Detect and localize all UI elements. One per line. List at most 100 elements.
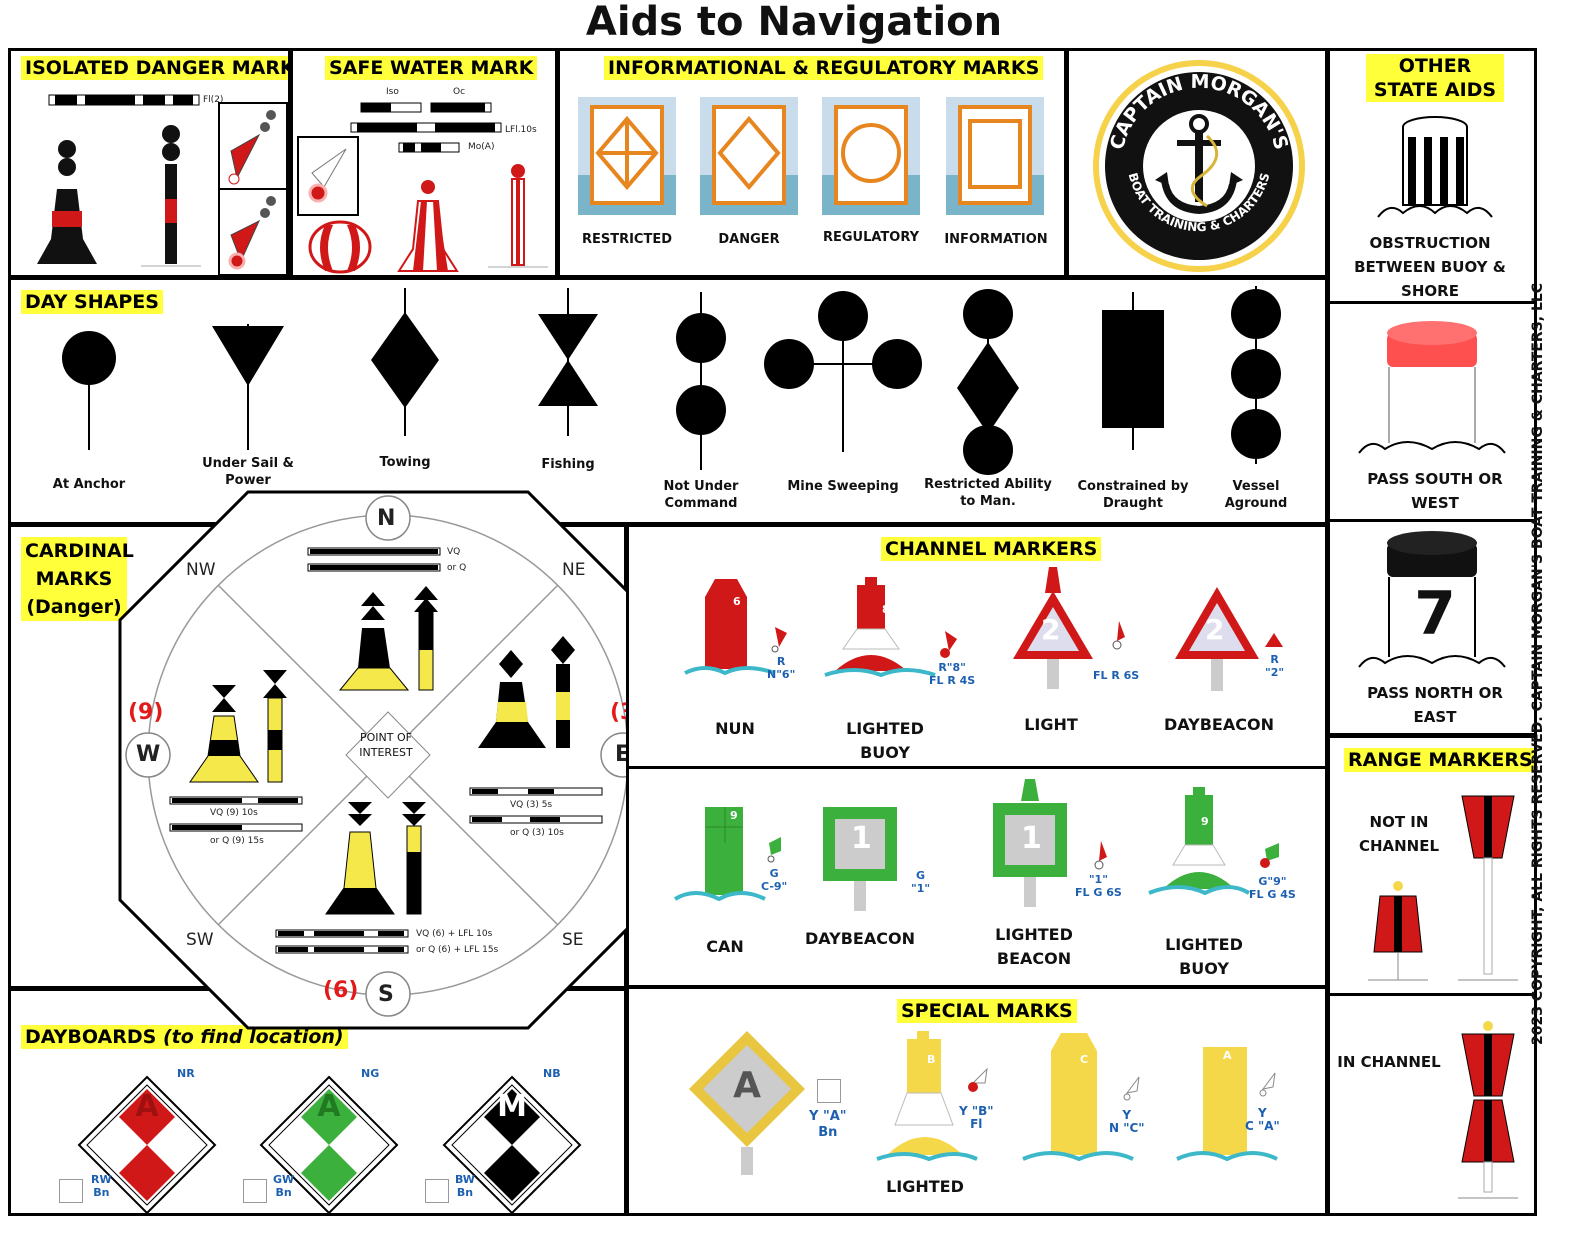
- daybeacon-red-icon: [1175, 587, 1259, 691]
- can-buoy-icon: [673, 807, 766, 902]
- isolated-danger-light-pattern: [48, 94, 200, 106]
- light-red-chart-symbol: [1112, 621, 1125, 650]
- safe-water-panel: SAFE WATER MARK Iso Oc LFl.10s Mo(A): [290, 48, 558, 278]
- range-markers-panel: RANGE MARKERS NOT IN CHANNEL IN CHANNEL: [1327, 735, 1537, 1216]
- special-lighted-buoy-label: LIGHTED: [886, 1177, 964, 1196]
- daybeacon-green-icon: [823, 807, 897, 911]
- point-of-interest-label: POINT OF INTEREST: [359, 731, 413, 759]
- nun-chart-symbol: [771, 627, 787, 653]
- lighted-buoy-green-chart-symbol: [1260, 843, 1279, 868]
- under-sail-power-label: Under Sail & Power: [202, 456, 294, 488]
- dayboards-heading: DAYBOARDS (to find location): [21, 1025, 348, 1049]
- day-shapes-heading: DAY SHAPES: [21, 290, 163, 314]
- safe-water-code-iso: Iso: [386, 87, 399, 97]
- danger-sign-icon: [700, 97, 798, 215]
- compass-sw: SW: [186, 930, 214, 950]
- east-code-q: or Q (3) 10s: [510, 828, 564, 838]
- daybeacon-red-code: R "2": [1265, 653, 1285, 679]
- isolated-danger-light-code: Fl(2): [203, 95, 224, 105]
- towing-shape-icon: [371, 288, 439, 436]
- dayboard-nr-icon: [77, 1075, 217, 1213]
- cardinal-heading: CARDINAL MARKS (Danger): [21, 537, 134, 621]
- mine-sweeping-shape-icon: [764, 291, 922, 452]
- constrained-by-draught-shape-icon: [1102, 292, 1164, 450]
- special-lighted-buoy-letter: B: [927, 1053, 936, 1066]
- anchor-icon: [1155, 114, 1243, 214]
- daybeacon-red-chart-symbol: [1265, 633, 1283, 647]
- page-title: Aids to Navigation: [585, 0, 1003, 45]
- range-front-not-in-channel-icon: [1368, 881, 1428, 981]
- other-state-panel: OTHER STATE AIDS OBSTRUCTION BETWEEN BUO…: [1327, 48, 1537, 736]
- pass-south-west-label: PASS SOUTH OR WEST: [1367, 470, 1503, 512]
- lighted-beacon-green-code: "1" FL G 6S: [1075, 873, 1122, 899]
- lighted-buoy-red-number: 8: [882, 603, 890, 616]
- special-heading: SPECIAL MARKS: [897, 999, 1077, 1023]
- lighted-beacon-green-chart-symbol: [1094, 841, 1107, 870]
- at-anchor-shape-icon: [62, 331, 116, 450]
- safe-water-light-patterns: [350, 102, 502, 153]
- dayboards-heading-italic: (to find location): [162, 1026, 344, 1048]
- vessel-aground-shape-icon: [1231, 286, 1281, 464]
- under-sail-power-shape-icon: [212, 324, 284, 450]
- nun-buoy-icon: [684, 579, 776, 676]
- west-code-q: or Q (9) 15s: [210, 836, 264, 846]
- logo-panel: CAPTAIN MORGAN'S BOAT TRAINING & CHARTER…: [1066, 48, 1328, 278]
- lighted-buoy-red-icon: [824, 577, 936, 678]
- dayboard-gw-chart-symbol: [243, 1179, 267, 1203]
- compass-nw: NW: [186, 560, 216, 580]
- isolated-danger-buoy-icon: [37, 140, 97, 264]
- channel-green-panel: 9 G C-9" CAN 1 G "1" DAYBEACON 1 "1" FL …: [626, 766, 1328, 988]
- informational-heading: INFORMATIONAL & REGULATORY MARKS: [604, 56, 1044, 80]
- daybeacon-red-number: 2: [1205, 613, 1225, 646]
- safe-water-chart-symbol: [297, 136, 359, 216]
- can-code: G C-9": [761, 867, 788, 893]
- special-can-chart-symbol: [1259, 1072, 1276, 1097]
- special-nun-buoy-icon: [1022, 1033, 1134, 1162]
- information-label: INFORMATION: [944, 232, 1048, 247]
- lighted-buoy-green-code: G"9" FL G 4S: [1249, 875, 1296, 901]
- north-code-vq: VQ: [447, 547, 461, 557]
- dayboard-ng-icon: [259, 1075, 399, 1213]
- restricted-sign-icon: [578, 97, 676, 215]
- safe-water-buoy-icon: [397, 180, 459, 272]
- towing-label: Towing: [379, 455, 431, 470]
- special-nun-chart-symbol: [1123, 1076, 1140, 1101]
- isolated-danger-chart-symbols: [218, 102, 288, 275]
- copyright-text: 2023 COPYRIGHT, ALL RIGHTS RESERVED. CAP…: [1530, 282, 1546, 1045]
- mine-sweeping-label: Mine Sweeping: [787, 479, 899, 494]
- obstruction-label: OBSTRUCTION BETWEEN BUOY & SHORE: [1354, 234, 1506, 300]
- south-cardinal-buoy-icon: [325, 802, 395, 915]
- west-cardinal-buoy-icon: [189, 685, 259, 783]
- compass-w: W: [136, 742, 161, 767]
- dayboards-heading-main: DAYBOARDS: [25, 1026, 157, 1048]
- isolated-danger-heading: ISOLATED DANGER MARK: [21, 56, 288, 80]
- lighted-buoy-green-number: 9: [1201, 815, 1209, 828]
- east-code-vq: VQ (3) 5s: [510, 800, 553, 810]
- east-cardinal-beacon-icon: [551, 636, 575, 748]
- light-red-code: FL R 6S: [1093, 669, 1140, 682]
- safe-water-beacon-icon: [488, 164, 548, 268]
- dayboard-nb-letter: M: [497, 1089, 527, 1124]
- regulatory-sign-icon: [822, 97, 920, 215]
- isolated-danger-panel: ISOLATED DANGER MARK Fl(2): [8, 48, 291, 278]
- nun-label: NUN: [715, 719, 755, 738]
- dayboard-gw-code: GW Bn: [273, 1173, 295, 1199]
- captain-morgans-logo: CAPTAIN MORGAN'S BOAT TRAINING & CHARTER…: [1093, 60, 1305, 272]
- channel-heading: CHANNEL MARKERS: [881, 537, 1102, 561]
- south-code-vq: VQ (6) + LFL 10s: [416, 929, 493, 939]
- dayboard-rw-chart-symbol: [59, 1179, 83, 1203]
- north-cardinal-beacon-icon: [414, 586, 438, 691]
- special-lighted-buoy-icon: [876, 1031, 978, 1162]
- south-count: (6): [323, 978, 359, 1003]
- dayboard-ng-top-code: NG: [361, 1067, 380, 1080]
- special-nun-buoy-letter: C: [1080, 1053, 1089, 1066]
- informational-panel: INFORMATIONAL & REGULATORY MARKS RESTRIC…: [557, 48, 1067, 278]
- dayboard-bw-chart-symbol: [425, 1179, 449, 1203]
- daybeacon-green-label: DAYBEACON: [805, 929, 915, 948]
- fishing-shape-icon: [538, 288, 598, 436]
- safe-water-heading: SAFE WATER MARK: [325, 56, 538, 80]
- nun-code: R N"6": [767, 655, 796, 681]
- compass-se: SE: [562, 930, 584, 950]
- pass-north-east-label: PASS NORTH OR EAST: [1367, 684, 1503, 726]
- other-state-heading-line1: OTHER STATE AIDS: [1366, 54, 1504, 102]
